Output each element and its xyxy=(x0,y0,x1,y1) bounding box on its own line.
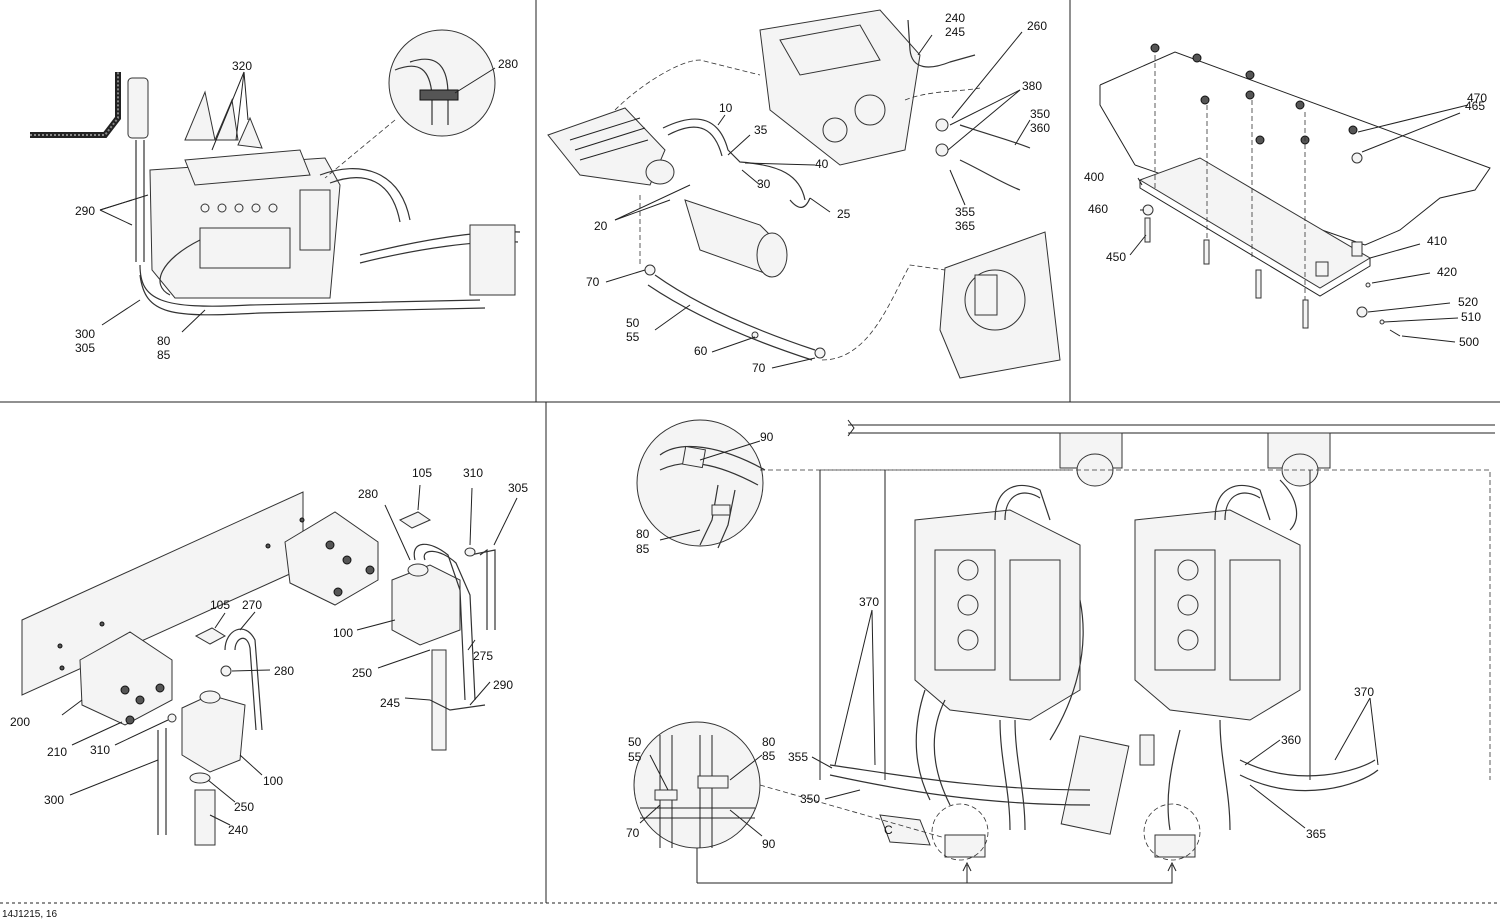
part-label: 510 xyxy=(1461,310,1481,324)
part-label: 360 xyxy=(1281,733,1301,747)
part-label: 305 xyxy=(75,341,95,355)
part-label: 20 xyxy=(594,219,608,233)
part-label: 305 xyxy=(508,481,528,495)
part-label: 200 xyxy=(10,715,30,729)
part-label: 100 xyxy=(263,774,283,788)
part-label: 80 xyxy=(762,735,776,749)
part-label: 290 xyxy=(75,204,95,218)
part-label: 245 xyxy=(380,696,400,710)
part-label: 25 xyxy=(837,207,851,221)
part-label: 85 xyxy=(762,749,776,763)
part-label: 105 xyxy=(412,466,432,480)
part-label: 320 xyxy=(232,59,252,73)
panel-mounting-plate: 470 465 400 460 450 410 420 520 510 500 xyxy=(1084,43,1491,349)
part-label: 470 xyxy=(1467,91,1487,105)
part-label: 500 xyxy=(1459,335,1479,349)
part-label: 80 xyxy=(157,334,171,348)
part-label: 240 xyxy=(945,11,965,25)
part-label: 35 xyxy=(754,123,768,137)
part-label: 105 xyxy=(210,598,230,612)
part-label: 10 xyxy=(719,101,733,115)
part-label: 50 xyxy=(626,316,640,330)
part-label: 360 xyxy=(1030,121,1050,135)
part-label: 70 xyxy=(752,361,766,375)
part-label: 300 xyxy=(75,327,95,341)
part-label: 370 xyxy=(1354,685,1374,699)
part-label: 250 xyxy=(352,666,372,680)
part-label: 355 xyxy=(788,750,808,764)
part-label: 310 xyxy=(463,466,483,480)
panel-intercooler: 240 245 260 380 350 360 10 35 40 30 25 2… xyxy=(547,9,1061,379)
part-label: 465 xyxy=(1465,99,1485,113)
part-label: 300 xyxy=(44,793,64,807)
part-label: 365 xyxy=(1306,827,1326,841)
part-label: 40 xyxy=(815,157,829,171)
part-label: 350 xyxy=(1030,107,1050,121)
part-label: 275 xyxy=(473,649,493,663)
part-label: 50 xyxy=(628,735,642,749)
figure-code: 14J1215, 16 xyxy=(2,909,57,920)
part-label: 520 xyxy=(1458,295,1478,309)
panel-reservoir-tanks: 105 310 305 280 100 275 250 290 245 105 … xyxy=(10,466,528,846)
part-label: 355 xyxy=(955,205,975,219)
part-label: 290 xyxy=(493,678,513,692)
part-label: 55 xyxy=(628,750,642,764)
part-label: 350 xyxy=(800,792,820,806)
part-label: 460 xyxy=(1088,202,1108,216)
part-label: 310 xyxy=(90,743,110,757)
part-label: 270 xyxy=(242,598,262,612)
part-label: 60 xyxy=(694,344,708,358)
panel-twin-engine-routing: 90 80 85 370 50 55 80 85 355 350 70 90 3… xyxy=(626,419,1495,884)
part-label: 55 xyxy=(626,330,640,344)
part-label: 280 xyxy=(274,664,294,678)
part-label: 70 xyxy=(586,275,600,289)
part-label: 90 xyxy=(760,430,774,444)
part-label: 410 xyxy=(1427,234,1447,248)
part-label: 420 xyxy=(1437,265,1457,279)
part-label: 250 xyxy=(234,800,254,814)
callout-c: C xyxy=(884,823,893,837)
part-label: 30 xyxy=(757,177,771,191)
part-label: 240 xyxy=(228,823,248,837)
part-label: 400 xyxy=(1084,170,1104,184)
part-label: 90 xyxy=(762,837,776,851)
panel-engine-overview: 320 280 290 300 305 80 85 xyxy=(30,29,521,362)
part-label: 280 xyxy=(358,487,378,501)
part-label: 365 xyxy=(955,219,975,233)
part-label: 245 xyxy=(945,25,965,39)
part-label: 80 xyxy=(636,527,650,541)
part-label: 85 xyxy=(157,348,171,362)
part-label: 380 xyxy=(1022,79,1042,93)
part-label: 280 xyxy=(498,57,518,71)
part-label: 210 xyxy=(47,745,67,759)
part-label: 260 xyxy=(1027,19,1047,33)
part-label: 70 xyxy=(626,826,640,840)
part-label: 370 xyxy=(859,595,879,609)
part-label: 100 xyxy=(333,626,353,640)
part-label: 85 xyxy=(636,542,650,556)
part-label: 450 xyxy=(1106,250,1126,264)
